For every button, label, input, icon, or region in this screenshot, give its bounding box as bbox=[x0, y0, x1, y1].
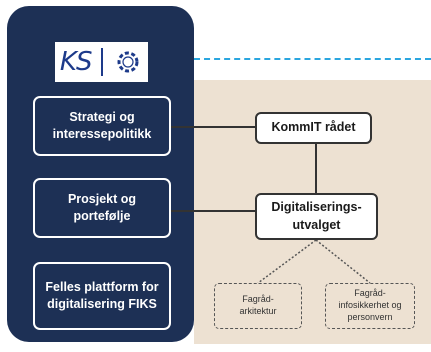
strategi-box: Strategi og interessepolitikk bbox=[33, 96, 171, 156]
fiks-box: Felles plattform for digitalisering FIKS bbox=[33, 262, 171, 330]
fiks-label: Felles plattform for digitalisering FIKS bbox=[45, 280, 159, 311]
fagrad-arkitektur-box: Fagråd-arkitektur bbox=[214, 283, 302, 329]
fagrad-infosikkerhet-label: Fagråd-infosikkerhet og personvern bbox=[338, 288, 402, 322]
prosjekt-label: Prosjekt og portefølje bbox=[67, 192, 137, 223]
fagrad-arkitektur-label: Fagråd-arkitektur bbox=[239, 294, 277, 316]
fagrad-infosikkerhet-box: Fagråd-infosikkerhet og personvern bbox=[325, 283, 415, 329]
prosjekt-box: Prosjekt og portefølje bbox=[33, 178, 171, 238]
digitaliseringsutvalget-box: Digitaliserings-utvalget bbox=[255, 193, 378, 240]
connector-digital-fagrad1 bbox=[257, 239, 317, 284]
kommit-radet-box: KommIT rådet bbox=[255, 112, 372, 144]
strategi-label: Strategi og interessepolitikk bbox=[52, 110, 152, 141]
kommit-radet-label: KommIT rådet bbox=[271, 120, 356, 135]
digitaliseringsutvalget-label: Digitaliserings-utvalget bbox=[271, 200, 362, 232]
logo-divider bbox=[101, 48, 104, 76]
ks-logo: KS bbox=[55, 42, 148, 82]
chain-ring-icon bbox=[113, 47, 143, 77]
ks-logo-text: KS bbox=[59, 47, 93, 77]
dashed-divider-line bbox=[194, 58, 431, 60]
left-panel: KS Strategi og interessepolitikk Prosjek… bbox=[7, 6, 194, 342]
connector-digital-fagrad2 bbox=[315, 239, 371, 284]
